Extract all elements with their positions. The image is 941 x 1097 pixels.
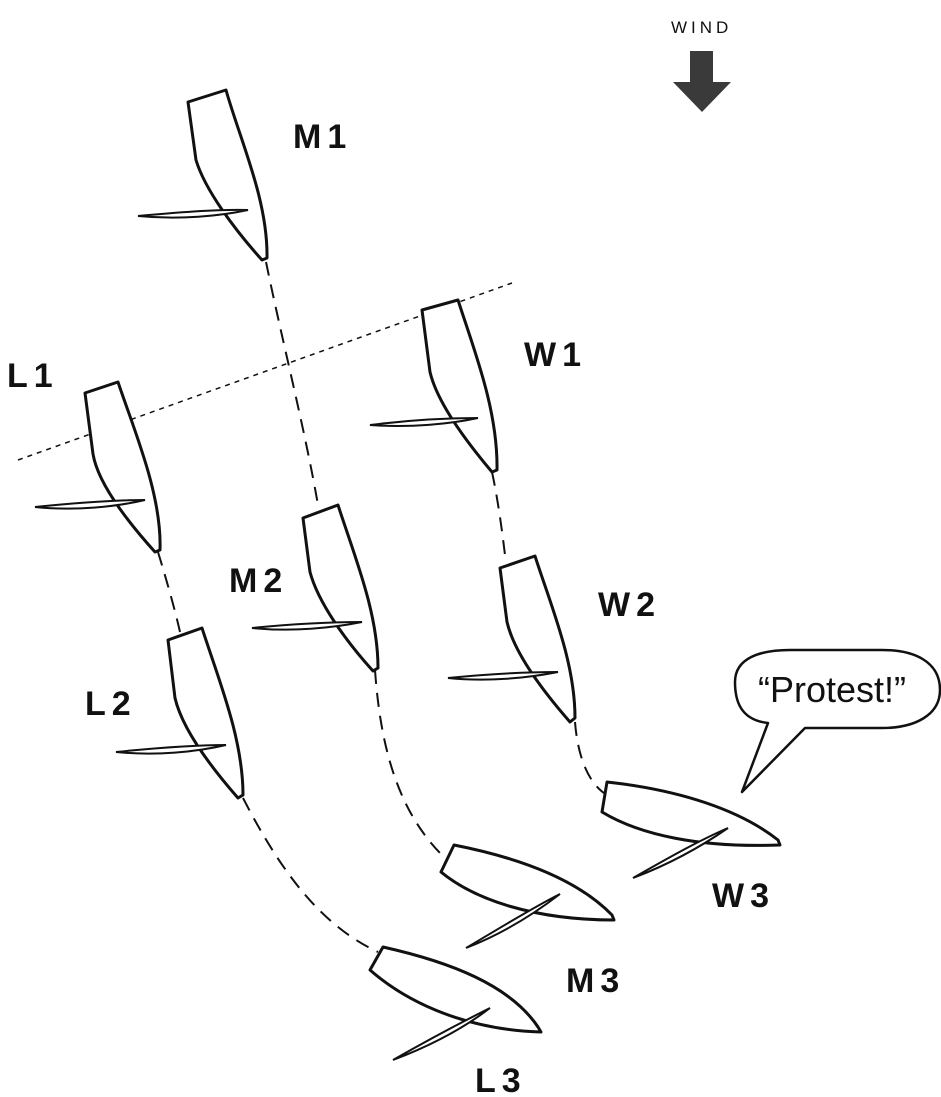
boat-l1-sail: [34, 499, 146, 510]
boat-w1-hull: [420, 298, 499, 474]
speech-bubble-outline: [733, 648, 941, 794]
boat-l3-sail: [392, 1007, 491, 1061]
boat-w2-hull: [498, 554, 577, 724]
wind-indicator: WIND: [671, 18, 732, 112]
boat-w1-label: W1: [524, 336, 587, 374]
track-m: [265, 261, 319, 506]
boat-m3-sail: [465, 893, 561, 949]
boat-l2: L2: [85, 626, 245, 800]
boat-m1-sail: [137, 208, 249, 219]
boat-m1: M1: [137, 88, 352, 262]
boat-w3-hull: [600, 780, 782, 847]
boat-m3-hull: [439, 843, 616, 922]
boat-w1-sail: [369, 417, 479, 427]
boat-m2-label: M2: [229, 562, 288, 600]
boat-w3: W3: [600, 780, 782, 915]
boat-w2: W2: [447, 554, 661, 724]
boat-l1-label: L1: [7, 357, 59, 395]
layline: [17, 282, 513, 461]
boat-l3-label: L3: [475, 1062, 527, 1097]
boat-l2-label: L2: [85, 685, 137, 723]
track-l-lower: [242, 797, 379, 953]
boat-l2-sail: [115, 744, 227, 755]
boat-l3-hull: [368, 945, 543, 1034]
boat-l2-hull: [166, 626, 245, 800]
wind-label: WIND: [671, 18, 732, 37]
boat-m2: M2: [229, 503, 380, 673]
boat-w3-sail: [632, 827, 729, 879]
boat-l1: L1: [7, 357, 162, 554]
boat-l1-hull: [83, 380, 162, 554]
boat-w2-label: W2: [598, 586, 661, 624]
boat-m2-hull: [301, 503, 380, 673]
boat-m1-hull: [186, 88, 269, 262]
boat-w1: W1: [369, 298, 587, 474]
boat-m2-sail: [251, 621, 363, 631]
track-w: [491, 471, 506, 556]
boat-m1-label: M1: [293, 118, 352, 156]
boat-l3: L3: [368, 945, 543, 1097]
track-w-lower: [574, 721, 608, 796]
track-l: [157, 551, 181, 633]
speech-bubble-text: “Protest!”: [758, 669, 906, 710]
track-m-lower: [374, 669, 446, 859]
boat-w3-label: W3: [712, 877, 775, 915]
boat-m3: M3: [439, 843, 625, 1000]
boat-w2-sail: [447, 671, 559, 681]
wind-arrow-icon: [673, 51, 731, 112]
speech-bubble: “Protest!”: [733, 648, 941, 794]
boat-m3-label: M3: [566, 962, 625, 1000]
